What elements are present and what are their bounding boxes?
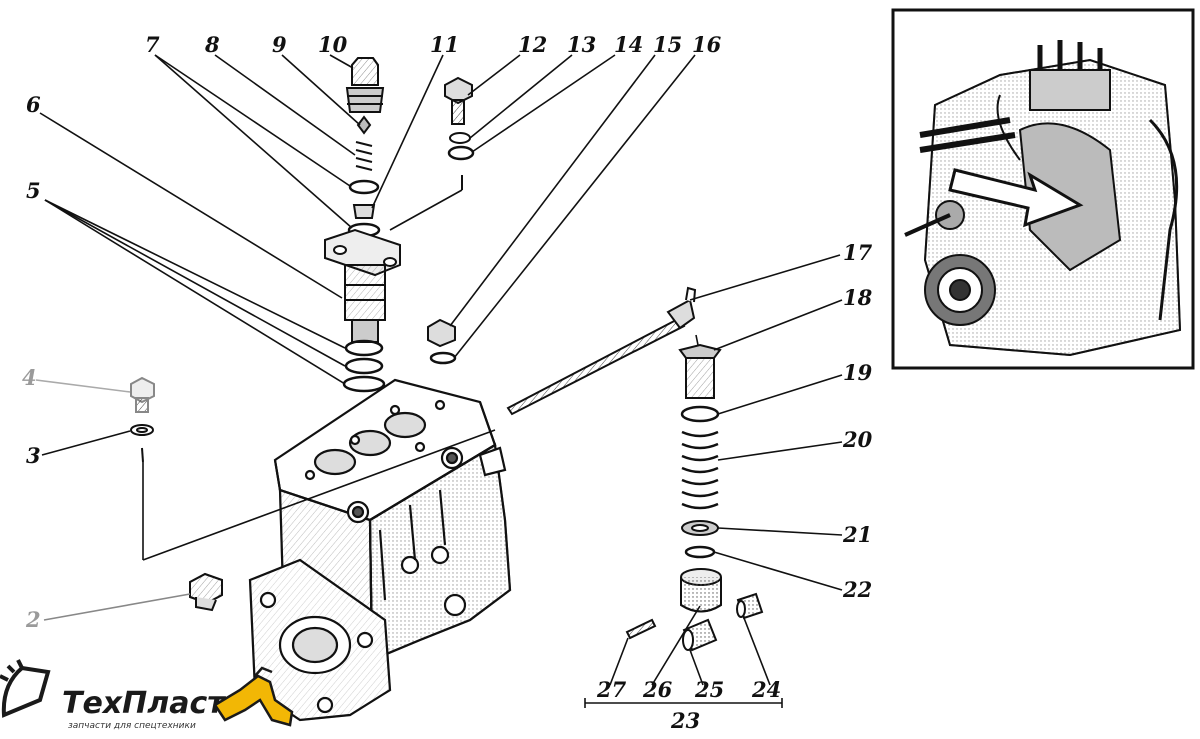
part-4-bolt xyxy=(130,376,155,413)
part-19-ring xyxy=(680,405,720,423)
callout-16: 16 xyxy=(692,32,722,57)
logo-title: ТехПласт xyxy=(62,686,226,721)
callout-11: 11 xyxy=(430,32,459,57)
part-5-rings xyxy=(342,339,386,393)
part-10-fitting xyxy=(345,57,385,113)
excavator-bucket-icon xyxy=(0,659,51,718)
callout-3: 3 xyxy=(26,443,41,468)
axis-line-left xyxy=(141,447,144,463)
part-8-spring xyxy=(355,141,373,171)
callout-21: 21 xyxy=(842,522,872,547)
part-22-washer xyxy=(684,545,716,559)
callout-15: 15 xyxy=(653,32,682,57)
part-21-plate xyxy=(681,520,719,536)
part-25-roller xyxy=(682,618,718,652)
callout-8: 8 xyxy=(204,32,220,57)
callout-20: 20 xyxy=(842,427,873,452)
part-3-washer xyxy=(130,424,154,436)
part-18-sleeve xyxy=(678,343,722,399)
part-24-bushing xyxy=(736,592,764,620)
part-2-plug xyxy=(189,572,223,612)
part-6-barrel xyxy=(324,228,401,343)
callout-14: 14 xyxy=(614,32,643,57)
techplast-logo: ТехПласт запчасти для спецтехники xyxy=(0,659,294,731)
part-9-valve xyxy=(356,115,372,135)
part-14-washer xyxy=(447,145,475,161)
part-17-rack xyxy=(506,286,697,416)
part-11-seat xyxy=(352,204,376,219)
callout-17: 17 xyxy=(843,240,873,265)
callout-26: 26 xyxy=(642,677,673,702)
pump-housing xyxy=(248,378,512,722)
callout-27: 27 xyxy=(596,677,627,702)
callout-7: 7 xyxy=(145,32,160,57)
callout-2: 2 xyxy=(25,607,41,632)
callout-18: 18 xyxy=(843,285,873,310)
location-arrow xyxy=(948,168,1084,228)
callout-24: 24 xyxy=(751,677,781,702)
callout-6: 6 xyxy=(26,92,41,117)
part-12-bolt xyxy=(444,76,473,125)
callout-5: 5 xyxy=(26,178,41,203)
callout-13: 13 xyxy=(567,32,596,57)
excavator-arm-icon xyxy=(213,666,294,727)
callout-23: 23 xyxy=(670,708,700,733)
callout-12: 12 xyxy=(518,32,547,57)
callout-labels: 2 3 4 5 6 7 8 9 10 11 12 13 14 15 16 17 … xyxy=(22,32,873,733)
part-20-spring xyxy=(681,430,719,510)
part-26-pusher xyxy=(680,568,722,613)
callout-9: 9 xyxy=(272,32,287,57)
callout-22: 22 xyxy=(842,577,872,602)
part-15-plug xyxy=(427,318,456,348)
logo-subtitle: запчасти для спецтехники xyxy=(68,721,196,731)
leader-lines xyxy=(35,54,843,708)
part-16-washer xyxy=(429,351,457,365)
callout-10: 10 xyxy=(318,32,348,57)
callout-19: 19 xyxy=(843,360,873,385)
part-13-washer xyxy=(449,132,471,144)
part-7-seal xyxy=(348,179,380,195)
engine-inset xyxy=(891,8,1195,370)
callout-4: 4 xyxy=(22,365,37,390)
part-27-pin xyxy=(625,618,657,640)
callout-25: 25 xyxy=(694,677,724,702)
